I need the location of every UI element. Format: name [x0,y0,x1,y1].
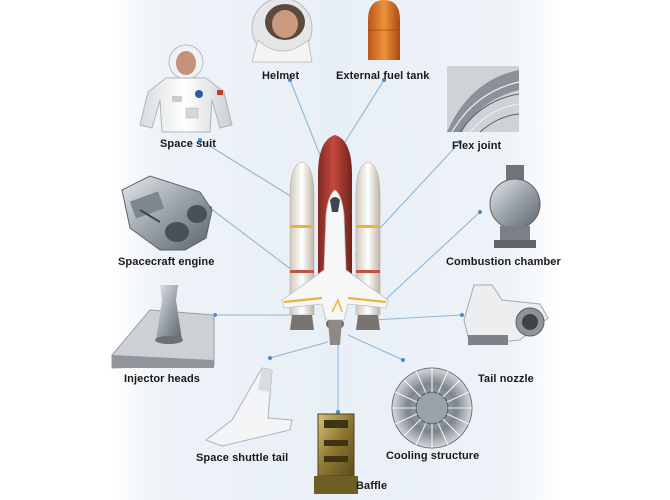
tail-nozzle-image [463,284,549,346]
spacecraft-engine-label: Spacecraft engine [118,256,215,268]
space-suit-label: Space suit [160,138,217,150]
combustion-chamber-image [489,165,541,248]
helmet-image [251,0,313,63]
flex-joint-label: Flex joint [452,140,502,152]
space-suit-image [139,44,233,133]
flex-joint-image [447,66,520,133]
space-shuttle-tail-label: Space shuttle tail [196,452,289,464]
baffle-image [314,413,358,494]
tail-nozzle-label: Tail nozzle [478,373,534,385]
connector-lines [199,79,481,412]
space-shuttle-tail-image [204,367,293,447]
connector-dots [198,78,482,414]
spacecraft-engine-image [121,175,213,251]
external-fuel-tank-image [368,0,400,60]
external-fuel-tank-label: External fuel tank [336,70,430,82]
injector-heads-image [111,285,215,369]
helmet-label: Helmet [262,70,300,82]
baffle-label: Baffle [356,480,388,492]
space-shuttle-illustration [281,135,389,345]
cooling-structure-image [391,367,473,449]
injector-heads-label: Injector heads [124,373,200,385]
cooling-structure-label: Cooling structure [386,450,480,462]
combustion-chamber-label: Combustion chamber [446,256,561,268]
